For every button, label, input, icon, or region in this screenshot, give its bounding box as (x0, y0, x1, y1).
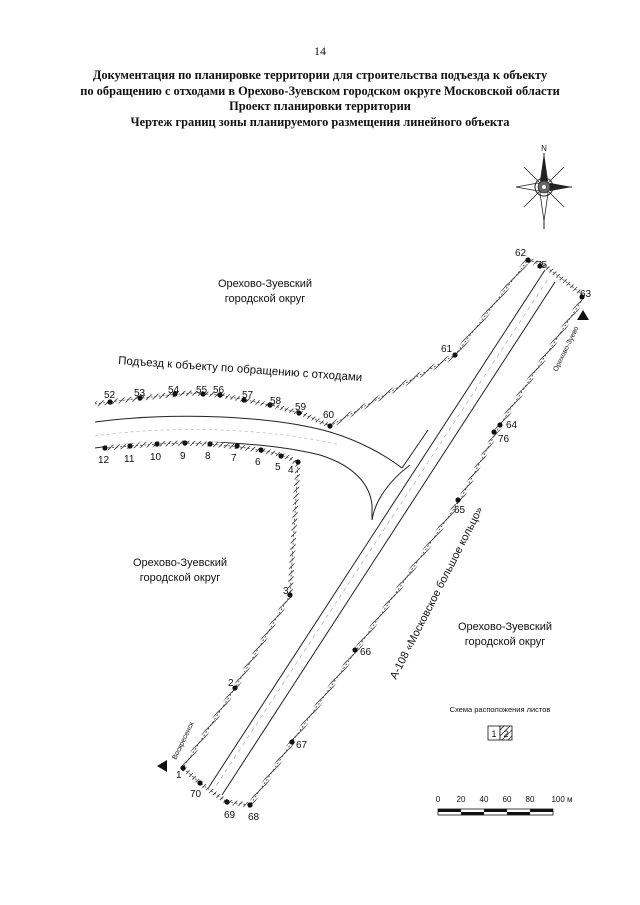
point-label-70: 70 (190, 789, 202, 800)
point-label-76: 76 (498, 434, 510, 445)
direction-label-orekhovo: Орехово-Зуево (553, 325, 581, 373)
point-label-67: 67 (296, 740, 308, 751)
scale-tick-60: 60 (503, 795, 512, 804)
scale-tick-100: 100 м (551, 795, 572, 804)
scale-tick-0: 0 (436, 795, 441, 804)
direction-arrow-orekhovo-icon (577, 310, 589, 320)
scale-bar: 0 20 40 60 80 100 м (436, 795, 573, 816)
sheet-1-label: 1 (491, 729, 496, 739)
point-label-54: 54 (168, 385, 180, 396)
sheet-scheme-title: Схема расположения листов (450, 705, 551, 714)
title-line-4: Чертеж границ зоны планируемого размещен… (130, 114, 510, 129)
svg-text:Орехово-Зуевский: Орехово-Зуевский (133, 557, 227, 569)
point-label-55: 55 (196, 385, 208, 396)
svg-text:Орехово-Зуевский: Орехово-Зуевский (458, 621, 552, 633)
point-label-58: 58 (270, 396, 282, 407)
scale-tick-20: 20 (457, 795, 466, 804)
scale-tick-40: 40 (480, 795, 489, 804)
point-label-52: 52 (104, 390, 116, 401)
point-label-6: 6 (255, 457, 261, 468)
point-label-3: 3 (283, 586, 289, 597)
svg-text:Орехово-Зуевский: Орехово-Зуевский (218, 278, 312, 290)
point-label-5: 5 (275, 462, 281, 473)
north-label: N (541, 144, 547, 153)
point-label-53: 53 (134, 388, 146, 399)
drawing-title: Документация по планировке территории дл… (40, 68, 600, 130)
svg-text:городской округ: городской округ (465, 636, 546, 648)
point-label-69: 69 (224, 810, 236, 821)
point-label-61: 61 (441, 344, 453, 355)
page-number: 14 (314, 44, 326, 58)
point-label-11: 11 (124, 454, 135, 465)
svg-text:городской округ: городской округ (225, 293, 306, 305)
point-label-65: 65 (454, 505, 466, 516)
boundary-point-markers (102, 257, 585, 808)
svg-text:городской округ: городской округ (140, 572, 221, 584)
highway-a108 (206, 269, 556, 796)
point-label-9: 9 (180, 451, 186, 462)
point-label-10: 10 (150, 452, 162, 463)
direction-arrow-voskresensk-icon (157, 760, 167, 772)
district-label-north: Орехово-Зуевский городской округ (218, 278, 312, 305)
point-label-62: 62 (515, 248, 527, 259)
title-line-2: по обращению с отходами в Орехово-Зуевск… (80, 83, 560, 98)
point-label-60: 60 (323, 410, 335, 421)
sheet-2-label: 2 (503, 729, 508, 739)
point-label-2: 2 (228, 678, 234, 689)
point-label-68: 68 (248, 812, 260, 823)
district-label-east: Орехово-Зуевский городской округ (458, 621, 552, 648)
point-label-8: 8 (205, 451, 211, 462)
district-label-west: Орехово-Зуевский городской округ (133, 557, 227, 584)
point-label-57: 57 (242, 390, 254, 401)
point-label-75: 75 (536, 260, 548, 271)
point-label-59: 59 (295, 402, 307, 413)
access-road (94, 415, 403, 520)
point-label-63: 63 (580, 289, 592, 300)
sheet-scheme: 1 2 (487, 725, 513, 741)
compass-rose-icon (515, 153, 572, 229)
point-label-1: 1 (176, 770, 182, 781)
point-label-56: 56 (213, 385, 225, 396)
planned-zone-boundary (94, 257, 585, 808)
boundary-point-labels: 1 2 3 4 5 6 7 8 9 10 11 12 52 53 54 55 5… (98, 248, 592, 823)
scale-tick-80: 80 (526, 795, 535, 804)
point-label-64: 64 (506, 420, 518, 431)
access-road-label: Подъезд к объекту по обращению с отходам… (118, 355, 363, 384)
point-label-4: 4 (288, 465, 294, 476)
point-label-7: 7 (231, 453, 237, 464)
point-label-66: 66 (360, 647, 372, 658)
point-label-12: 12 (98, 455, 110, 466)
title-line-3: Проект планировки территории (229, 99, 411, 113)
title-line-1: Документация по планировке территории дл… (92, 68, 548, 82)
